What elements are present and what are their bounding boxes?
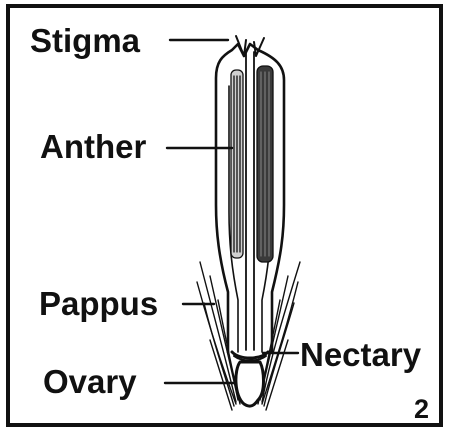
pappus-label: Pappus	[39, 287, 158, 320]
ovary-label: Ovary	[43, 365, 137, 398]
figure-number: 2	[414, 396, 429, 423]
anther-label: Anther	[40, 130, 146, 163]
pappus-bristles-left	[197, 262, 240, 410]
nectary-label: Nectary	[300, 338, 421, 371]
ovary	[236, 362, 264, 406]
anther-left	[231, 70, 243, 258]
corolla-outline	[216, 44, 284, 352]
anther-right	[257, 66, 273, 262]
stigma-label: Stigma	[30, 24, 140, 57]
